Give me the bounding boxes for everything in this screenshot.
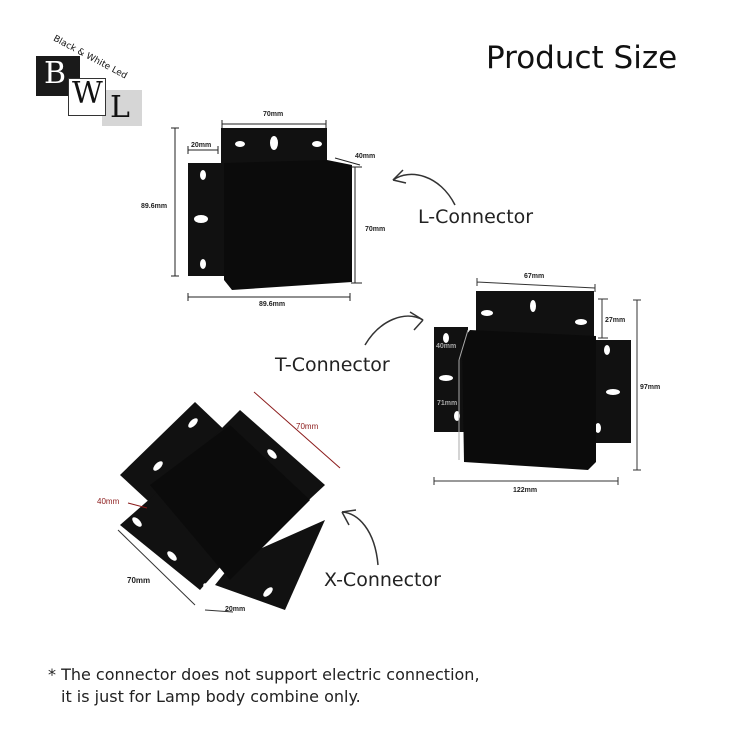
- x-dim-flange: 20mm: [225, 606, 246, 613]
- t-connector-image: [364, 278, 641, 485]
- t-dim-top: 67mm: [524, 273, 545, 280]
- l-dim-flange: 20mm: [191, 142, 212, 149]
- x-connector-label: X-Connector: [324, 569, 441, 591]
- page-title: Product Size: [486, 40, 678, 76]
- brand-logo: B W L Black & White Led: [34, 28, 146, 128]
- x-dim-depth: 40mm: [97, 497, 120, 506]
- l-dim-top: 70mm: [263, 111, 284, 118]
- logo-letter-w: W: [72, 76, 103, 111]
- x-dim-side: 70mm: [127, 576, 151, 585]
- l-connector-label: L-Connector: [418, 206, 534, 228]
- l-dim-box-height: 70mm: [365, 226, 386, 233]
- l-dim-width: 89.6mm: [259, 301, 286, 308]
- t-dim-height: 97mm: [640, 384, 661, 391]
- l-connector-image: [171, 120, 456, 301]
- l-dim-height: 89.6mm: [141, 203, 168, 210]
- note-line-2: it is just for Lamp body combine only.: [61, 687, 361, 706]
- t-dim-width: 122mm: [513, 487, 538, 494]
- t-dim-flange: 27mm: [605, 317, 626, 324]
- x-dim-top: 70mm: [296, 422, 319, 431]
- logo-letter-b: B: [44, 56, 67, 91]
- l-dim-depth: 40mm: [355, 153, 376, 160]
- t-dim-depth: 40mm: [436, 343, 457, 350]
- t-connector-label: T-Connector: [275, 354, 390, 376]
- t-dim-box-height: 71mm: [437, 400, 458, 407]
- logo-letter-l: L: [110, 90, 130, 125]
- disclaimer-note: * The connector does not support electri…: [48, 664, 480, 708]
- x-connector-image: [117, 391, 379, 613]
- note-line-1: * The connector does not support electri…: [48, 665, 480, 684]
